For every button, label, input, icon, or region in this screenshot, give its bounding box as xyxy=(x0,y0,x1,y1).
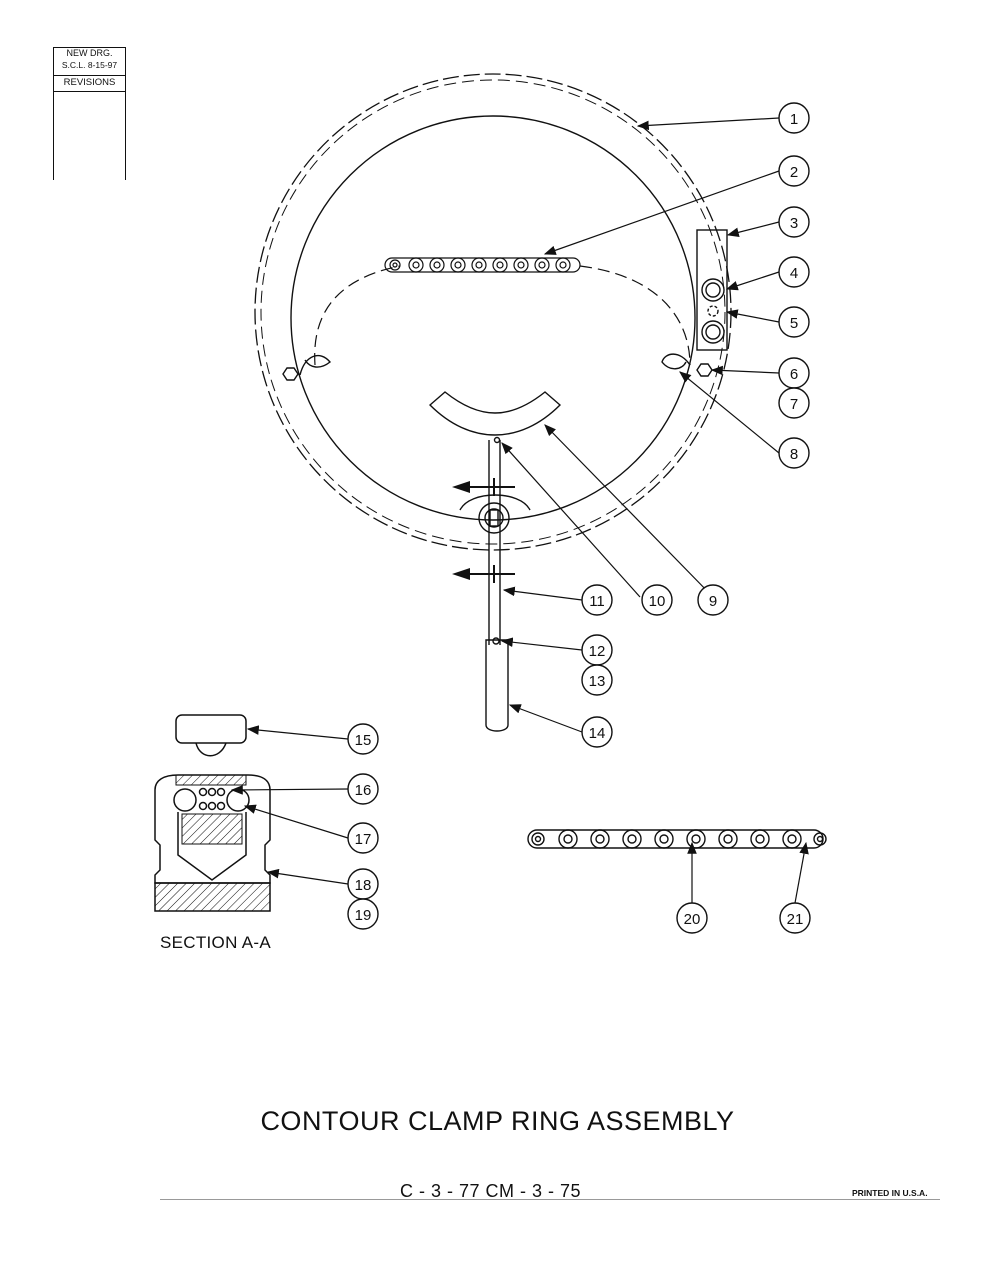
callout-label-11: 11 xyxy=(589,593,605,610)
callout-label-17: 17 xyxy=(355,831,372,848)
screw-head-inner xyxy=(484,508,504,528)
callout-label-10: 10 xyxy=(649,593,666,610)
bracket-bolt-lower xyxy=(701,320,725,344)
callout-21 xyxy=(779,902,811,934)
divider xyxy=(54,91,125,92)
callout-7 xyxy=(778,387,810,419)
screw-head-outer xyxy=(478,502,510,534)
callout-label-6: 6 xyxy=(790,366,798,383)
revisions-label: REVISIONS xyxy=(63,77,116,88)
callout-label-18: 18 xyxy=(355,877,372,894)
divider xyxy=(54,75,125,76)
hex-nut-left xyxy=(282,367,299,381)
revision-new-drawing: NEW DRG. xyxy=(66,48,113,58)
callout-label-13: 13 xyxy=(589,673,606,690)
printed-in-usa: PRINTED IN U.S.A. xyxy=(852,1188,928,1198)
hex-nut-right xyxy=(696,363,713,377)
callout-label-12: 12 xyxy=(589,643,606,660)
callout-label-1: 1 xyxy=(790,111,798,128)
callout-label-15: 15 xyxy=(355,732,372,749)
callout-4 xyxy=(778,256,810,288)
section-a-a-drawing xyxy=(154,714,271,884)
callout-label-21: 21 xyxy=(787,911,804,928)
callout-9 xyxy=(697,584,729,616)
ring-chain xyxy=(384,257,581,273)
callout-10 xyxy=(641,584,673,616)
revision-date: S.C.L. 8-15-97 xyxy=(61,60,118,70)
callout-label-20: 20 xyxy=(684,911,701,928)
callout-1 xyxy=(778,102,810,134)
callout-17 xyxy=(347,822,379,854)
bracket-bolt-upper-inner xyxy=(705,282,721,298)
handle-pin xyxy=(492,637,500,645)
callout-3 xyxy=(778,206,810,238)
section-arrow-lower xyxy=(452,568,470,580)
callout-label-8: 8 xyxy=(790,446,798,463)
callout-balloons xyxy=(347,102,811,934)
callout-label-5: 5 xyxy=(790,315,798,332)
callout-label-4: 4 xyxy=(790,265,798,282)
callout-13 xyxy=(581,664,613,696)
callout-2 xyxy=(778,155,810,187)
bracket-pin-dashed xyxy=(707,305,719,317)
handle xyxy=(485,639,509,732)
chain-detail xyxy=(527,829,827,849)
pad-screw xyxy=(493,436,501,444)
right-hook xyxy=(661,353,691,370)
section-arrow-upper xyxy=(452,481,470,493)
chain-path-dashed xyxy=(314,265,691,366)
section-base-hatch xyxy=(154,882,271,912)
callout-label-9: 9 xyxy=(709,593,717,610)
section-label: SECTION A-A xyxy=(160,933,271,952)
callout-label-7: 7 xyxy=(790,396,798,413)
revision-block: NEW DRG. S.C.L. 8-15-97 REVISIONS xyxy=(53,47,126,180)
callout-20 xyxy=(676,902,708,934)
callout-15 xyxy=(347,723,379,755)
callout-5 xyxy=(778,306,810,338)
left-hook xyxy=(299,354,331,376)
bracket-bolt-upper xyxy=(701,278,725,302)
section-upper-hatch xyxy=(175,774,247,786)
callout-label-16: 16 xyxy=(355,782,372,799)
callout-label-3: 3 xyxy=(790,215,798,232)
callout-16 xyxy=(347,773,379,805)
section-mid-hatch xyxy=(181,813,243,845)
callout-label-14: 14 xyxy=(589,725,606,742)
outer-ring-dashed-inner xyxy=(260,79,726,545)
callout-14 xyxy=(581,716,613,748)
callout-11 xyxy=(581,584,613,616)
screw-slot xyxy=(489,509,499,527)
bracket-bolt-lower-inner xyxy=(705,324,721,340)
callout-8 xyxy=(778,437,810,469)
callout-19 xyxy=(347,898,379,930)
callout-label-2: 2 xyxy=(790,164,798,181)
contour-pad xyxy=(428,391,562,436)
leader-lines xyxy=(230,117,809,904)
footer-rule xyxy=(160,1199,940,1200)
drawing-number: C - 3 - 77 CM - 3 - 75 xyxy=(400,1181,582,1201)
drawing-title: CONTOUR CLAMP RING ASSEMBLY xyxy=(260,1106,735,1136)
callout-label-19: 19 xyxy=(355,907,372,924)
inner-ring xyxy=(290,115,696,521)
